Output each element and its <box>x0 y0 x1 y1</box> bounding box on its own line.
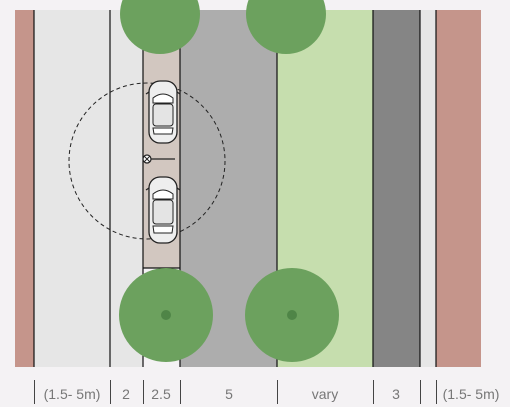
dimension-tick <box>110 380 111 404</box>
dimension-tick <box>34 380 35 404</box>
tree-canopy <box>120 0 200 54</box>
dimension-tick <box>436 380 437 404</box>
dimension-tick <box>180 380 181 404</box>
dimension-label-median: vary <box>311 386 339 402</box>
tree-top-left <box>120 0 200 54</box>
tree-top-right <box>246 0 326 54</box>
dimension-label-cycle-lane: 2 <box>122 386 130 402</box>
dimension-tick <box>277 380 278 404</box>
tree-canopy <box>246 0 326 54</box>
dimension-tick <box>373 380 374 404</box>
dimension-tick <box>143 380 144 404</box>
location-pin-icon <box>142 154 175 164</box>
tree-trunk <box>161 310 171 320</box>
building-right <box>436 10 481 367</box>
dimension-label-dark-lane: 3 <box>392 386 400 402</box>
dimension-label-carriageway: 5 <box>225 386 233 402</box>
tree-trunk <box>287 310 297 320</box>
street-plan <box>15 0 481 367</box>
dimension-tick <box>420 380 421 404</box>
car-top-view-icon <box>145 176 181 244</box>
tree-bottom-right <box>245 268 339 362</box>
footpath-left <box>34 10 110 367</box>
tree-bottom-left <box>119 268 213 362</box>
building-left <box>15 10 34 367</box>
catchment-radius-circle <box>68 82 226 240</box>
car-top-view-icon <box>145 80 181 144</box>
dimension-label-parking-lane: 2.5 <box>151 386 171 402</box>
dimension-label-footpath-left: (1.5- 5m) <box>43 386 101 402</box>
dimension-label-footpath-right: (1.5- 5m) <box>442 386 500 402</box>
footpath-right <box>420 10 436 367</box>
dark-lane <box>373 10 420 367</box>
